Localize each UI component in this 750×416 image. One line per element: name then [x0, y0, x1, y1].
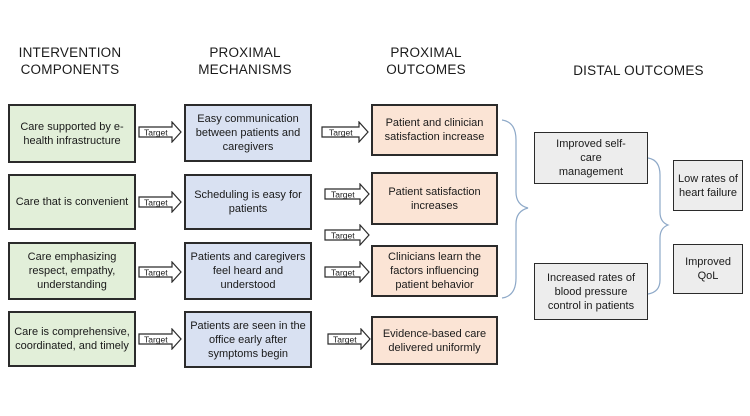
target-arrow: Target	[138, 261, 182, 283]
proximal-outcome-box-clinicians-learn: Clinicians learn the factors influencing…	[371, 245, 498, 297]
header-line-2: COMPONENTS	[20, 62, 120, 77]
header-line-1: PROXIMAL	[390, 45, 462, 60]
distal-box-heart-failure: Low rates of heart failure	[673, 160, 743, 211]
header-line-1: INTERVENTION	[18, 45, 122, 60]
target-label: Target	[331, 231, 355, 241]
target-arrow: Target	[321, 121, 369, 143]
target-label: Target	[331, 190, 355, 200]
target-arrow: Target	[324, 224, 370, 246]
proximal-outcome-box-evidence-based: Evidence-based care delivered uniformly	[371, 316, 498, 365]
header-proximal-mechanisms: PROXIMAL MECHANISMS	[185, 44, 305, 78]
target-label: Target	[333, 335, 357, 345]
intervention-box-convenient: Care that is convenient	[8, 174, 136, 230]
header-line-1: DISTAL OUTCOMES	[573, 63, 704, 78]
target-arrow: Target	[138, 328, 182, 350]
mechanism-box-heard: Patients and caregivers feel heard and u…	[184, 242, 312, 300]
target-label: Target	[144, 198, 168, 208]
header-intervention-components: INTERVENTION COMPONENTS	[10, 44, 130, 78]
target-arrow: Target	[327, 328, 371, 350]
target-label: Target	[144, 128, 168, 138]
header-line-1: PROXIMAL	[209, 45, 281, 60]
target-label: Target	[329, 128, 353, 138]
target-arrow: Target	[324, 183, 370, 205]
distal-box-blood-pressure: Increased rates of blood pressure contro…	[534, 263, 648, 320]
distal-box-self-care: Improved self-care management	[534, 132, 648, 184]
target-arrow: Target	[138, 191, 182, 213]
mechanism-box-scheduling: Scheduling is easy for patients	[184, 174, 312, 230]
mechanism-box-communication: Easy communication between patients and …	[184, 104, 312, 162]
header-line-2: OUTCOMES	[386, 62, 466, 77]
distal-box-qol: Improved QoL	[673, 244, 743, 294]
proximal-outcome-box-patient-satisfaction: Patient satisfaction increases	[371, 172, 498, 225]
mechanism-box-seen-early: Patients are seen in the office early af…	[184, 311, 312, 368]
brace-distal-to-final	[647, 157, 670, 295]
target-label: Target	[144, 335, 168, 345]
header-proximal-outcomes: PROXIMAL OUTCOMES	[366, 44, 486, 78]
intervention-box-respect: Care emphasizing respect, empathy, under…	[8, 242, 136, 300]
header-line-2: MECHANISMS	[198, 62, 292, 77]
brace-proximal-to-distal	[501, 119, 529, 299]
header-distal-outcomes: DISTAL OUTCOMES	[556, 62, 721, 79]
proximal-outcome-box-satisfaction: Patient and clinician satisfaction incre…	[371, 104, 498, 156]
target-arrow: Target	[324, 261, 370, 283]
target-arrow: Target	[138, 121, 182, 143]
target-label: Target	[331, 268, 355, 278]
intervention-box-comprehensive: Care is comprehensive, coordinated, and …	[8, 311, 136, 367]
intervention-box-ehealth: Care supported by e-health infrastructur…	[8, 104, 136, 163]
target-label: Target	[144, 268, 168, 278]
